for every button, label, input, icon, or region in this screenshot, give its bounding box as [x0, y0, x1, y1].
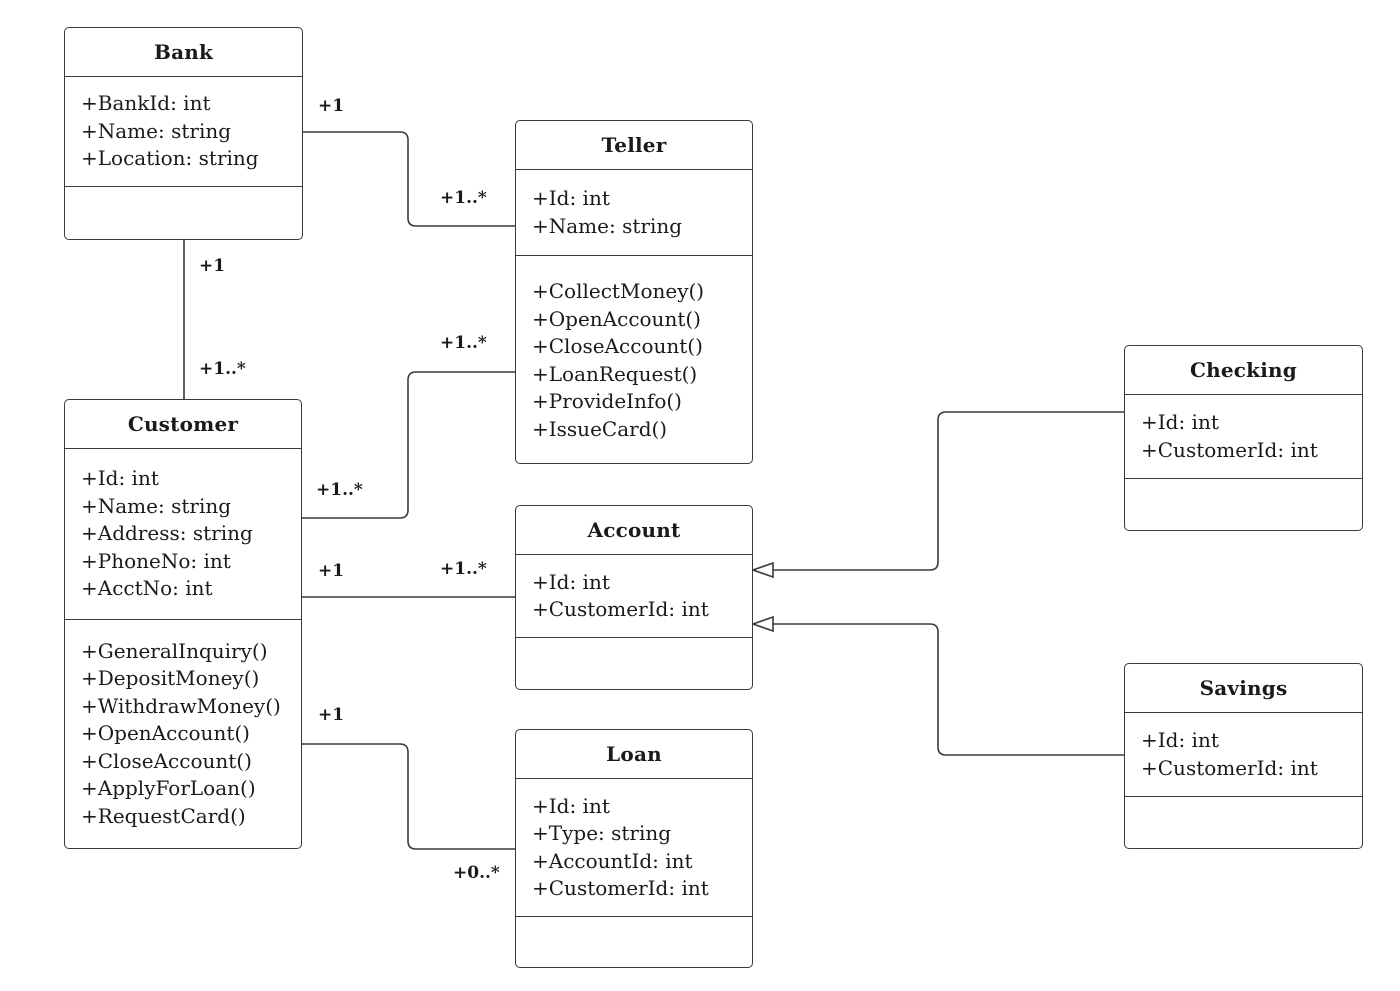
- checking-account-generalization: [772, 411, 1124, 571]
- operation: +IssueCard(): [532, 416, 668, 441]
- multiplicity-bank-customer-customer-end: +1..*: [199, 359, 246, 379]
- class-name: Checking: [1125, 346, 1362, 395]
- attribute: +Id: int: [532, 569, 610, 594]
- operation-compartment: [1125, 797, 1362, 848]
- operation: +CollectMoney(): [532, 279, 705, 303]
- class-name: Loan: [516, 730, 752, 779]
- operation-compartment: [65, 187, 302, 239]
- customer-loan-association: [302, 743, 515, 850]
- attribute: +AcctNo: int: [81, 576, 213, 601]
- attribute: +Id: int: [1141, 728, 1219, 752]
- class-customer[interactable]: Customer +Id: int +Name: string +Address…: [64, 399, 302, 849]
- operation: +OpenAccount(): [81, 721, 250, 746]
- attribute-compartment: +Id: int +Name: string: [516, 170, 752, 256]
- attribute: +CustomerId: int: [1141, 437, 1318, 462]
- attribute: +CustomerId: int: [532, 876, 709, 900]
- operation: +ApplyForLoan(): [81, 776, 256, 801]
- multiplicity-customer-loan-loan-end: +0..*: [453, 863, 500, 883]
- operation-compartment: [1125, 479, 1362, 530]
- class-teller[interactable]: Teller +Id: int +Name: string +CollectMo…: [515, 120, 753, 464]
- operation: +CloseAccount(): [532, 334, 703, 358]
- bank-teller-association: [303, 131, 515, 227]
- class-bank[interactable]: Bank +BankId: int +Name: string +Locatio…: [64, 27, 303, 240]
- multiplicity-customer-loan-customer-end: +1: [318, 705, 345, 725]
- operation: +RequestCard(): [81, 803, 246, 828]
- attribute: +Location: string: [81, 146, 259, 171]
- class-name: Teller: [516, 121, 752, 170]
- attribute: +Name: string: [532, 213, 683, 238]
- attribute: +CustomerId: int: [532, 597, 709, 621]
- operation-compartment: +GeneralInquiry() +DepositMoney() +Withd…: [65, 620, 301, 848]
- operation: +WithdrawMoney(): [81, 693, 281, 718]
- multiplicity-bank-customer-bank-end: +1: [199, 256, 226, 276]
- attribute: +Id: int: [532, 793, 610, 818]
- class-loan[interactable]: Loan +Id: int +Type: string +AccountId: …: [515, 729, 753, 968]
- attribute: +PhoneNo: int: [81, 548, 231, 573]
- operation: +GeneralInquiry(): [81, 638, 268, 663]
- attribute: +Name: string: [81, 493, 232, 518]
- attribute: +AccountId: int: [532, 848, 693, 873]
- generalization-arrowhead-savings: [750, 615, 774, 633]
- multiplicity-customer-teller-customer-end: +1..*: [316, 480, 363, 500]
- attribute-compartment: +Id: int +Name: string +Address: string …: [65, 449, 301, 620]
- class-name: Account: [516, 506, 752, 555]
- class-checking[interactable]: Checking +Id: int +CustomerId: int: [1124, 345, 1363, 531]
- class-name: Bank: [65, 28, 302, 77]
- operation: +OpenAccount(): [532, 306, 701, 331]
- savings-account-generalization: [772, 623, 1124, 756]
- class-savings[interactable]: Savings +Id: int +CustomerId: int: [1124, 663, 1363, 849]
- operation-compartment: [516, 917, 752, 967]
- attribute: +Type: string: [532, 821, 672, 845]
- attribute: +BankId: int: [81, 91, 211, 116]
- operation-compartment: +CollectMoney() +OpenAccount() +CloseAcc…: [516, 256, 752, 463]
- attribute-compartment: +Id: int +CustomerId: int: [1125, 395, 1362, 479]
- class-name: Customer: [65, 400, 301, 449]
- attribute-compartment: +Id: int +CustomerId: int: [1125, 713, 1362, 797]
- attribute: +Id: int: [1141, 410, 1219, 434]
- multiplicity-customer-account-customer-end: +1: [318, 561, 345, 581]
- operation: +ProvideInfo(): [532, 389, 682, 413]
- attribute-compartment: +Id: int +CustomerId: int: [516, 555, 752, 638]
- attribute: +Id: int: [532, 186, 610, 210]
- multiplicity-bank-teller-teller-end: +1..*: [440, 188, 487, 208]
- attribute: +Address: string: [81, 521, 253, 546]
- attribute-compartment: +Id: int +Type: string +AccountId: int +…: [516, 779, 752, 917]
- operation: +DepositMoney(): [81, 666, 260, 691]
- attribute: +CustomerId: int: [1141, 755, 1318, 780]
- multiplicity-customer-teller-teller-end: +1..*: [440, 333, 487, 353]
- operation: +LoanRequest(): [532, 361, 698, 386]
- attribute: +Name: string: [81, 118, 232, 143]
- operation-compartment: [516, 638, 752, 689]
- class-account[interactable]: Account +Id: int +CustomerId: int: [515, 505, 753, 690]
- operation: +CloseAccount(): [81, 748, 252, 773]
- generalization-arrowhead-checking: [750, 561, 774, 579]
- customer-teller-association: [302, 371, 515, 519]
- attribute: +Id: int: [81, 466, 159, 491]
- attribute-compartment: +BankId: int +Name: string +Location: st…: [65, 77, 302, 187]
- class-name: Savings: [1125, 664, 1362, 713]
- multiplicity-customer-account-account-end: +1..*: [440, 559, 487, 579]
- multiplicity-bank-teller-bank-end: +1: [318, 96, 345, 116]
